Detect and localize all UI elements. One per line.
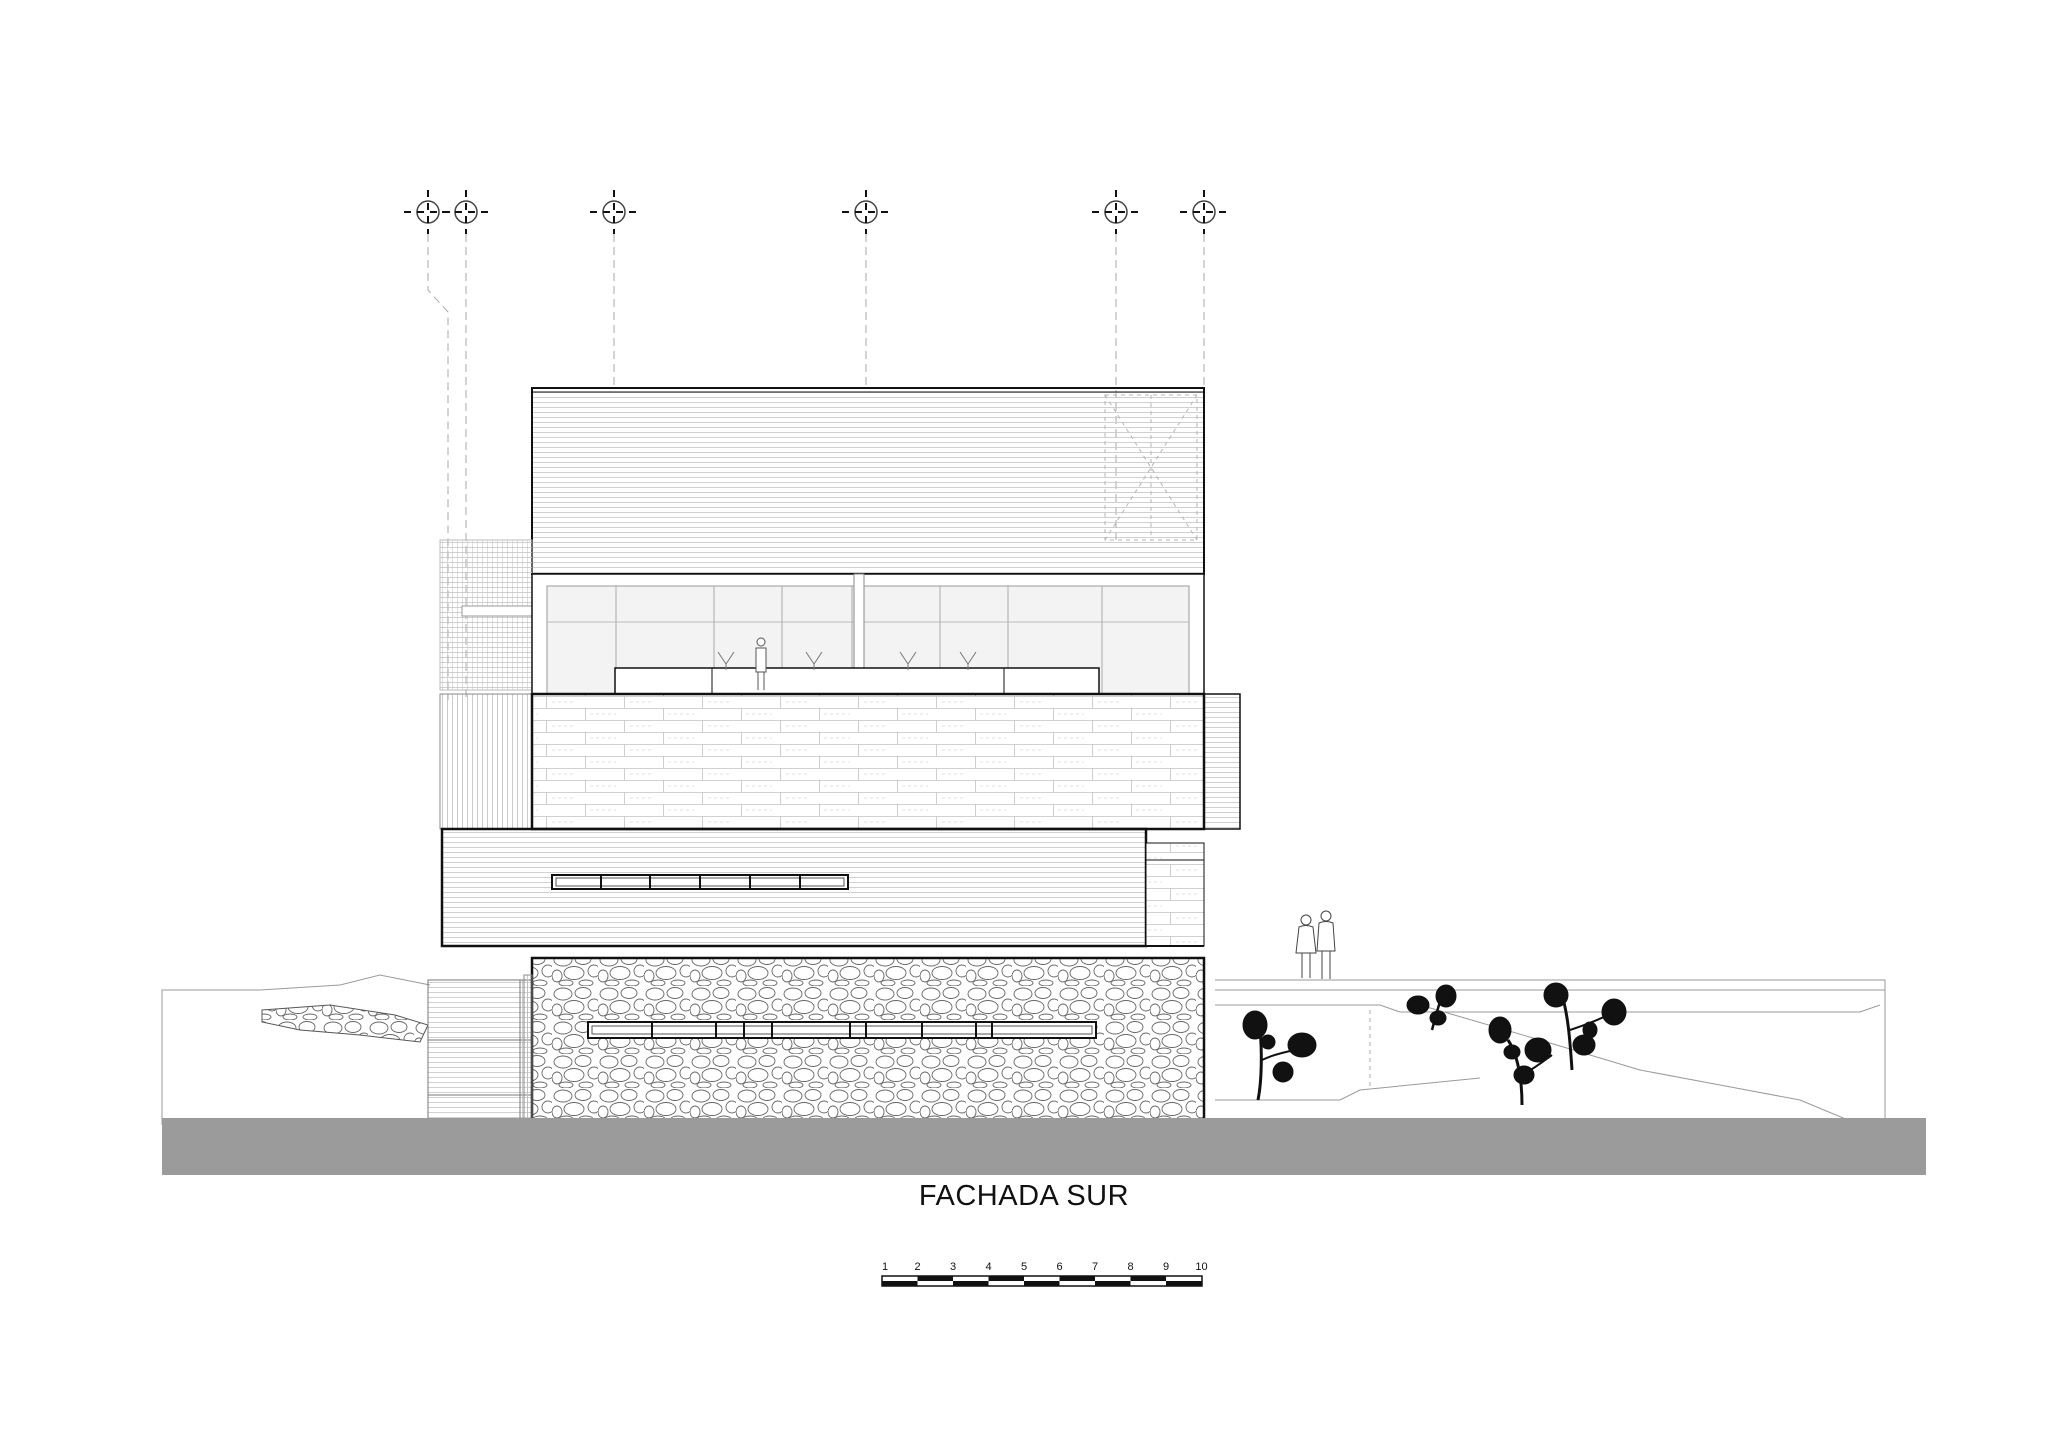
scale-bar: 1 2 3 4 5 6 7 8 9 10	[881, 1261, 1208, 1287]
glazed-level	[531, 573, 1205, 695]
siding-level	[440, 827, 1205, 948]
stone-retaining-wall	[261, 1004, 429, 1043]
base-ribbon-window	[587, 1021, 1097, 1039]
top-volume	[531, 387, 1205, 575]
scale-label: 3	[950, 1261, 956, 1273]
axis-marker	[590, 190, 638, 385]
person-figure	[755, 637, 767, 690]
scale-segment	[1166, 1281, 1202, 1286]
drawing-title: FACHADA SUR	[918, 1180, 1130, 1212]
scale-label: 8	[1127, 1261, 1133, 1273]
trees	[1242, 982, 1627, 1106]
people-figures	[1295, 910, 1336, 979]
tree	[1488, 1016, 1553, 1106]
scale-label: 1	[882, 1261, 888, 1273]
scale-label: 5	[1021, 1261, 1027, 1273]
tree	[1406, 984, 1457, 1031]
stone-base	[523, 956, 1206, 1127]
tree	[1242, 1010, 1317, 1101]
scale-label: 9	[1163, 1261, 1169, 1273]
left-annex	[427, 979, 533, 1126]
scale-label: 7	[1092, 1261, 1098, 1273]
scale-segment	[1130, 1276, 1166, 1281]
scale-segment	[1059, 1276, 1095, 1281]
scale-segment	[1024, 1281, 1060, 1286]
tree	[1543, 982, 1627, 1071]
axis-marker	[442, 190, 490, 700]
scale-label: 10	[1195, 1261, 1207, 1273]
scale-segment	[1095, 1281, 1131, 1286]
ribbon-window	[551, 874, 849, 890]
left-screen	[439, 539, 533, 691]
scale-label: 2	[914, 1261, 920, 1273]
scale-segment	[917, 1276, 953, 1281]
scale-label: 6	[1056, 1261, 1062, 1273]
scale-segment	[988, 1276, 1024, 1281]
terrain-profile	[161, 974, 1886, 1126]
ground-section	[162, 1118, 1926, 1175]
scale-label: 4	[985, 1261, 991, 1273]
scale-segment	[953, 1281, 989, 1286]
scale-segment	[882, 1281, 918, 1286]
axis-marker	[842, 190, 890, 385]
brick-level	[439, 692, 1241, 831]
